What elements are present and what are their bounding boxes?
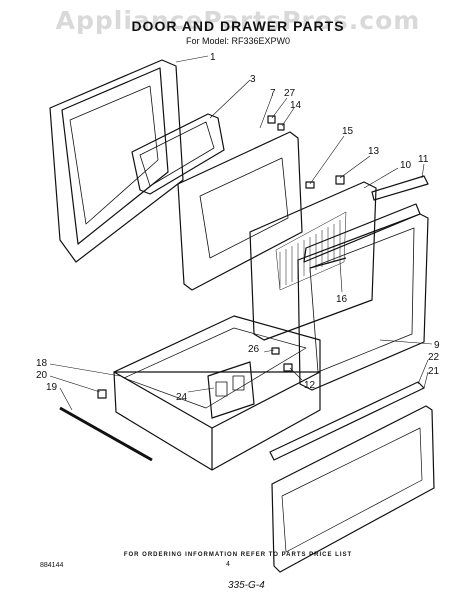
part-12 xyxy=(283,363,293,372)
door-frame xyxy=(297,203,429,391)
part-26 xyxy=(271,347,280,355)
callout-15: 15 xyxy=(342,126,354,137)
callout-1: 1 xyxy=(210,52,216,63)
part-27 xyxy=(267,115,276,124)
drawer-body xyxy=(113,315,321,471)
drawer-rail xyxy=(59,406,153,462)
callout-24: 24 xyxy=(176,392,188,403)
model-subtitle: For Model: RF336EXPW0 xyxy=(185,36,291,46)
watermark: AppliancePartsPros.com xyxy=(55,6,421,35)
callout-10: 10 xyxy=(400,160,412,171)
callout-27: 27 xyxy=(284,88,296,99)
callout-16: 16 xyxy=(336,294,348,305)
ordering-note: FOR ORDERING INFORMATION REFER TO PARTS … xyxy=(123,552,353,558)
callout-11: 11 xyxy=(418,154,429,165)
top-trim xyxy=(371,175,429,201)
callout-9: 9 xyxy=(434,340,440,351)
part-16-bar xyxy=(309,257,347,269)
diagram-title: DOOR AND DRAWER PARTS xyxy=(131,18,345,34)
callout-13: 13 xyxy=(368,146,380,157)
part-15 xyxy=(305,181,315,189)
page-number: 4 xyxy=(226,561,230,568)
callout-12: 12 xyxy=(304,380,316,391)
document-number: 884144 xyxy=(40,562,64,569)
callout-18: 18 xyxy=(36,358,48,369)
drawer-divider xyxy=(207,361,255,419)
callout-19: 19 xyxy=(46,382,58,393)
inner-door-panel xyxy=(177,131,303,291)
drawer-front xyxy=(271,405,435,573)
outer-door-panel xyxy=(49,59,184,263)
callout-14: 14 xyxy=(290,100,302,111)
part-20 xyxy=(97,389,107,399)
window-glass xyxy=(249,181,377,341)
callout-3: 3 xyxy=(250,74,256,85)
handwritten-code: 335-G-4 xyxy=(228,580,265,591)
callout-20: 20 xyxy=(36,370,48,381)
part-14 xyxy=(277,123,285,131)
callout-7: 7 xyxy=(270,88,276,99)
part-13 xyxy=(335,175,345,185)
door-gasket xyxy=(131,113,225,195)
drawer-trim xyxy=(269,381,425,461)
callout-26: 26 xyxy=(248,344,260,355)
callout-22: 22 xyxy=(428,352,440,363)
callout-21: 21 xyxy=(428,366,440,377)
